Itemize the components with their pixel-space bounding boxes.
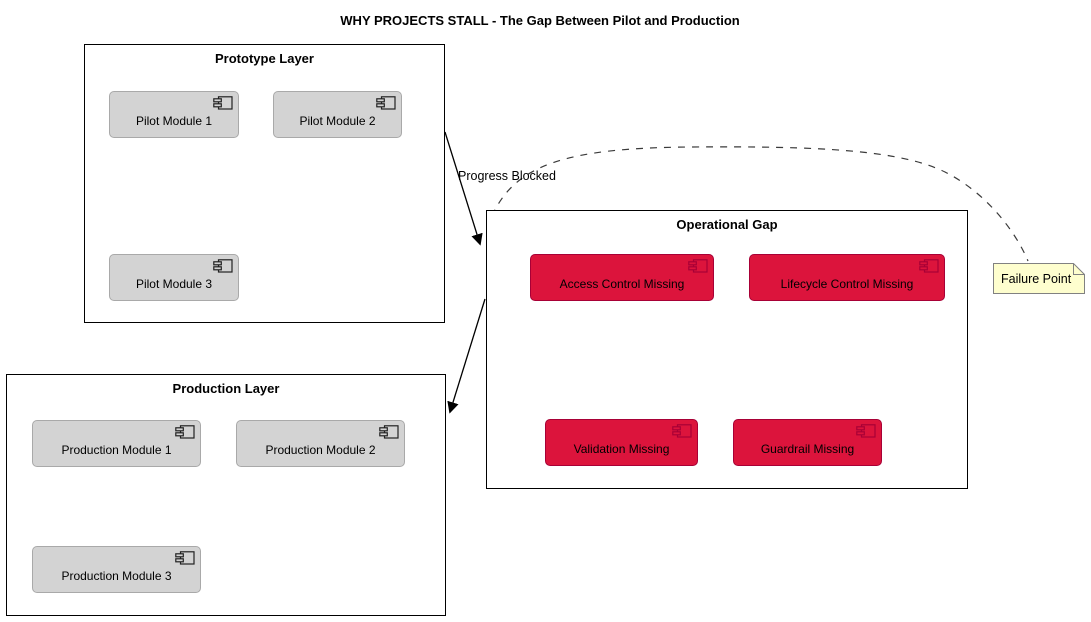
- diagram-title: WHY PROJECTS STALL - The Gap Between Pil…: [340, 13, 740, 28]
- component-icon: [856, 424, 876, 438]
- node-pilot-module-1: Pilot Module 1: [109, 91, 239, 138]
- package-prototype-layer: Prototype Layer Pilot Module 1 Pilot Mod…: [84, 44, 445, 323]
- node-pilot-module-3: Pilot Module 3: [109, 254, 239, 301]
- component-icon: [379, 425, 399, 439]
- node-production-module-2: Production Module 2: [236, 420, 405, 467]
- node-lifecycle-control-missing: Lifecycle Control Missing: [749, 254, 945, 301]
- package-prototype-layer-title: Prototype Layer: [215, 51, 314, 66]
- component-icon: [672, 424, 692, 438]
- node-label: Production Module 1: [61, 442, 172, 457]
- node-production-module-3: Production Module 3: [32, 546, 201, 593]
- node-label: Production Module 2: [265, 442, 376, 457]
- package-operational-gap-title: Operational Gap: [676, 217, 778, 232]
- component-icon: [175, 551, 195, 565]
- component-icon: [919, 259, 939, 273]
- note-shape: [993, 263, 1085, 294]
- node-label: Pilot Module 3: [135, 276, 213, 291]
- component-icon: [213, 96, 233, 110]
- node-label: Lifecycle Control Missing: [780, 276, 914, 291]
- node-production-module-1: Production Module 1: [32, 420, 201, 467]
- component-icon: [376, 96, 396, 110]
- component-icon: [688, 259, 708, 273]
- package-production-layer-title: Production Layer: [172, 381, 280, 396]
- node-access-control-missing: Access Control Missing: [530, 254, 714, 301]
- package-operational-gap: Operational Gap Access Control Missing L…: [486, 210, 968, 489]
- node-label: Pilot Module 2: [299, 113, 376, 128]
- node-guardrail-missing: Guardrail Missing: [733, 419, 882, 466]
- node-label: Pilot Module 1: [135, 113, 213, 128]
- node-label: Guardrail Missing: [760, 441, 855, 456]
- node-validation-missing: Validation Missing: [545, 419, 698, 466]
- arrow-prototype-to-gap: [444, 131, 483, 246]
- note-failure-point: Failure Point: [993, 263, 1085, 294]
- node-pilot-module-2: Pilot Module 2: [273, 91, 402, 138]
- node-label: Production Module 3: [61, 568, 172, 583]
- arrow-gap-to-production: [447, 298, 486, 414]
- note-text: Failure Point: [1001, 271, 1072, 286]
- node-label: Validation Missing: [573, 441, 670, 456]
- node-label: Access Control Missing: [559, 276, 685, 291]
- component-icon: [175, 425, 195, 439]
- component-icon: [213, 259, 233, 273]
- edge-label-progress-blocked: Progress Blocked: [458, 169, 556, 183]
- package-production-layer: Production Layer Production Module 1 Pro…: [6, 374, 446, 616]
